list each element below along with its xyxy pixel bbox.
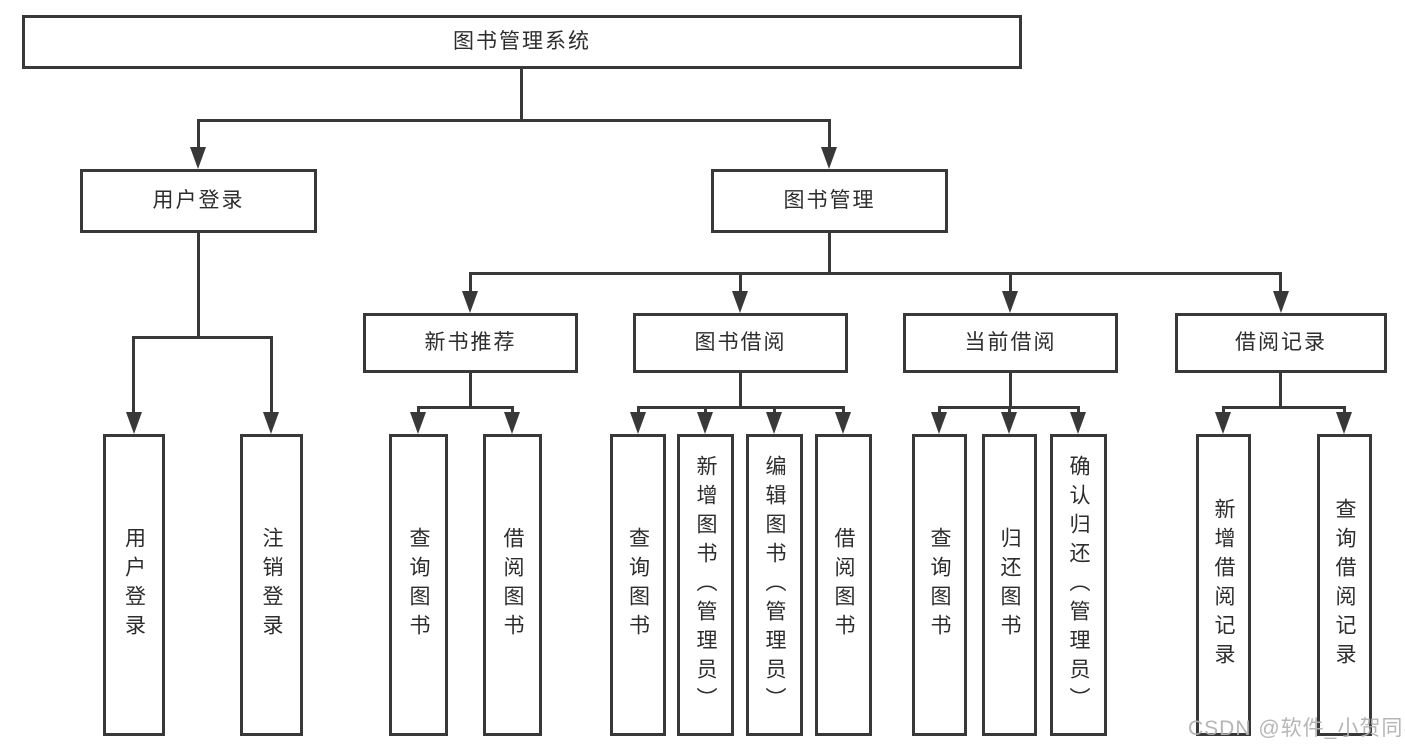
leaf-label: 注销登录 bbox=[260, 527, 283, 643]
node-label: 借阅记录 bbox=[1235, 331, 1327, 355]
leaf-label: 借阅图书 bbox=[832, 527, 855, 643]
arrow-down-icon bbox=[821, 147, 837, 169]
arrow-down-icon bbox=[697, 412, 713, 434]
connector-root-stem bbox=[520, 69, 523, 119]
node-new-book-recommendation: 新书推荐 bbox=[363, 313, 578, 373]
leaf-label: 用户登录 bbox=[122, 527, 146, 643]
leaf-cb-return-books: 归还图书 bbox=[982, 434, 1037, 736]
csdn-watermark: CSDN @软件_小贺同学 bbox=[1188, 717, 1405, 740]
node-borrowing-records: 借阅记录 bbox=[1175, 313, 1387, 373]
connector-root-crossbar bbox=[197, 119, 831, 122]
arrow-down-icon bbox=[1002, 291, 1018, 313]
leaf-bb-query-books: 查询图书 bbox=[610, 434, 666, 736]
connector-bb-crossbar bbox=[637, 406, 845, 409]
connector-drop-book-mgmt bbox=[828, 119, 831, 150]
connector-drop bbox=[938, 406, 941, 414]
leaf-label: 查询借阅记录 bbox=[1333, 498, 1356, 672]
connector-drop bbox=[773, 406, 776, 414]
connector-book-mgmt-crossbar bbox=[469, 272, 1282, 275]
node-label: 图书管理系统 bbox=[453, 30, 591, 54]
arrow-down-icon bbox=[1001, 412, 1017, 434]
leaf-user-login: 用户登录 bbox=[103, 434, 165, 736]
connector-drop-book-borrow bbox=[739, 272, 742, 293]
arrow-down-icon bbox=[462, 291, 478, 313]
connector-drop bbox=[1077, 406, 1080, 414]
connector-br-stem bbox=[1279, 373, 1282, 406]
leaf-label: 查询图书 bbox=[626, 527, 650, 643]
connector-nbr-stem bbox=[469, 373, 472, 406]
leaf-label: 编辑图书（管理员） bbox=[763, 454, 786, 716]
leaf-label: 借阅图书 bbox=[501, 527, 524, 643]
node-book-management: 图书管理 bbox=[711, 169, 948, 233]
node-current-borrowing: 当前借阅 bbox=[903, 313, 1118, 373]
leaf-bb-add-books-admin: 新增图书（管理员） bbox=[677, 434, 734, 736]
leaf-br-query-record: 查询借阅记录 bbox=[1317, 434, 1372, 736]
node-label: 当前借阅 bbox=[964, 331, 1057, 355]
connector-bb-stem bbox=[739, 373, 742, 406]
connector-drop bbox=[1222, 406, 1225, 414]
leaf-label: 新增借阅记录 bbox=[1212, 498, 1235, 672]
arrow-down-icon bbox=[504, 412, 520, 434]
connector-drop bbox=[842, 406, 845, 414]
connector-drop-leaf-logout bbox=[270, 336, 273, 414]
connector-drop bbox=[1343, 406, 1346, 414]
connector-drop-user-login bbox=[197, 119, 200, 150]
connector-user-login-stem bbox=[197, 233, 200, 336]
leaf-nbr-borrow-books: 借阅图书 bbox=[483, 434, 542, 736]
node-label: 图书借阅 bbox=[694, 331, 787, 355]
arrow-down-icon bbox=[126, 412, 142, 434]
connector-drop-borrow-records bbox=[1279, 272, 1282, 293]
arrow-down-icon bbox=[190, 147, 206, 169]
leaf-label: 归还图书 bbox=[998, 527, 1021, 643]
arrow-down-icon bbox=[835, 412, 851, 434]
leaf-nbr-query-books: 查询图书 bbox=[389, 434, 448, 736]
leaf-br-add-record: 新增借阅记录 bbox=[1196, 434, 1251, 736]
connector-nbr-crossbar bbox=[417, 406, 514, 409]
node-library-management-system: 图书管理系统 bbox=[22, 15, 1022, 69]
leaf-label: 查询图书 bbox=[407, 527, 430, 643]
node-book-borrowing: 图书借阅 bbox=[633, 313, 848, 373]
leaf-bb-borrow-books: 借阅图书 bbox=[815, 434, 872, 736]
arrow-down-icon bbox=[263, 412, 279, 434]
leaf-label: 新增图书（管理员） bbox=[694, 454, 717, 716]
connector-user-login-crossbar bbox=[132, 336, 272, 339]
connector-drop bbox=[511, 406, 514, 414]
connector-drop bbox=[417, 406, 420, 414]
connector-book-mgmt-stem bbox=[828, 233, 831, 272]
connector-drop-leaf-login bbox=[132, 336, 135, 414]
leaf-logout: 注销登录 bbox=[240, 434, 303, 736]
node-user-login: 用户登录 bbox=[80, 169, 317, 233]
node-label: 用户登录 bbox=[152, 189, 245, 213]
node-label: 新书推荐 bbox=[424, 331, 517, 355]
leaf-bb-edit-books-admin: 编辑图书（管理员） bbox=[746, 434, 803, 736]
connector-drop bbox=[1008, 406, 1011, 414]
leaf-cb-query-books: 查询图书 bbox=[912, 434, 967, 736]
arrow-down-icon bbox=[1070, 412, 1086, 434]
leaf-label: 查询图书 bbox=[928, 527, 951, 643]
arrow-down-icon bbox=[1336, 412, 1352, 434]
connector-drop bbox=[637, 406, 640, 414]
arrow-down-icon bbox=[766, 412, 782, 434]
arrow-down-icon bbox=[931, 412, 947, 434]
connector-cb-stem bbox=[1009, 373, 1012, 406]
connector-drop-new-book-rec bbox=[469, 272, 472, 293]
arrow-down-icon bbox=[1273, 291, 1289, 313]
connector-drop-current-borrow bbox=[1009, 272, 1012, 293]
leaf-label: 确认归还（管理员） bbox=[1067, 454, 1090, 716]
connector-br-crossbar bbox=[1222, 406, 1346, 409]
leaf-cb-confirm-return-admin: 确认归还（管理员） bbox=[1050, 434, 1107, 736]
arrow-down-icon bbox=[630, 412, 646, 434]
connector-drop bbox=[704, 406, 707, 414]
arrow-down-icon bbox=[1215, 412, 1231, 434]
arrow-down-icon bbox=[732, 291, 748, 313]
arrow-down-icon bbox=[410, 412, 426, 434]
node-label: 图书管理 bbox=[783, 189, 876, 213]
